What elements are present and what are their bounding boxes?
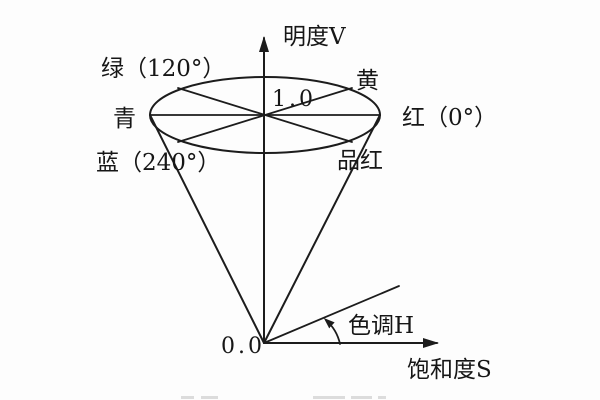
hue-label-magenta: 品红: [337, 148, 383, 174]
hue-label-blue: 蓝（240°）: [96, 150, 220, 176]
hue-angle-arrow-icon: [323, 317, 341, 345]
value-axis-label: 明度V: [283, 24, 346, 50]
hue-angle-label: 色调H: [348, 313, 414, 339]
hue-label-yellow: 黄: [356, 68, 379, 94]
hue-label-green: 绿（120°）: [101, 56, 225, 82]
cone-right-edge: [263, 114, 381, 344]
saturation-axis-label: 饱和度S: [407, 357, 492, 383]
hue-direction-line: [263, 285, 400, 344]
cone-left-edge: [149, 114, 265, 344]
value-origin-label: 0.0: [221, 334, 265, 359]
hue-label-cyan: 青: [113, 106, 136, 132]
value-top-label: 1.0: [272, 87, 316, 112]
caption-remnant: [181, 396, 386, 399]
hue-label-red: 红（0°）: [402, 105, 497, 131]
